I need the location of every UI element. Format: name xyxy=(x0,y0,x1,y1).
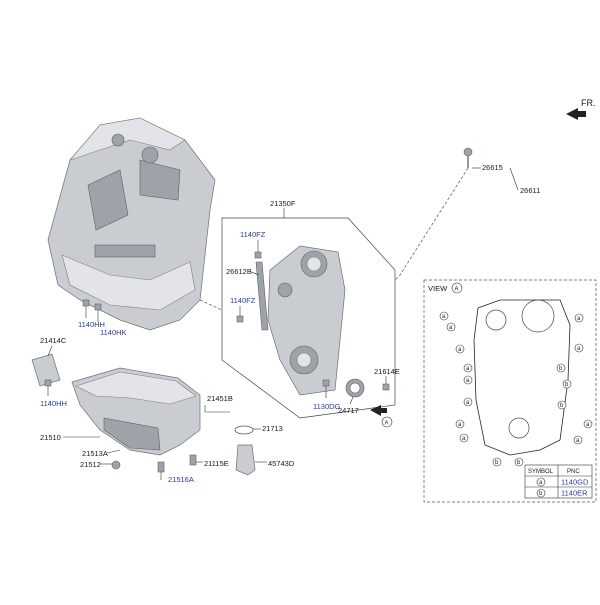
label-21516A: 21516A xyxy=(168,475,194,484)
svg-text:a: a xyxy=(458,347,462,353)
label-21512: 21512 xyxy=(80,460,101,469)
label-21510: 21510 xyxy=(40,433,61,442)
pnc-row-1: 1140ER xyxy=(561,489,588,498)
label-1130DG: 1130DG xyxy=(313,402,341,411)
front-label: FR. xyxy=(581,98,596,108)
engine-block-illustration xyxy=(47,117,216,331)
view-markers-a: a a a a a a a a a a a a xyxy=(439,311,593,445)
svg-text:a: a xyxy=(462,436,466,442)
label-21451B: 21451B xyxy=(207,394,233,403)
view-ref-letter: A xyxy=(455,287,459,293)
oil-pan-group: 21510 21513A 21512 21516A 21115E 21451B xyxy=(40,367,233,484)
label-26615: 26615 xyxy=(482,163,503,172)
label-21350F: 21350F xyxy=(270,199,296,208)
front-arrow-icon xyxy=(566,108,586,120)
svg-text:a: a xyxy=(577,316,581,322)
front-direction-indicator: FR. xyxy=(566,98,596,120)
svg-text:b: b xyxy=(517,460,521,466)
label-1140HK: 1140HK xyxy=(100,328,127,337)
svg-text:a: a xyxy=(576,438,580,444)
oil-dipstick: 26615 26611 xyxy=(394,147,540,281)
svg-text:a: a xyxy=(577,346,581,352)
view-callout-letter: A xyxy=(385,421,389,427)
svg-text:a: a xyxy=(442,314,446,320)
symbol-table: SYMBOL PNC a 1140GD b 1140ER xyxy=(524,464,593,499)
svg-text:a: a xyxy=(449,325,453,331)
view-arrow-icon xyxy=(370,405,387,416)
svg-text:b: b xyxy=(495,460,499,466)
svg-text:a: a xyxy=(466,378,470,384)
svg-text:a: a xyxy=(458,422,462,428)
view-cover-outline xyxy=(473,299,571,456)
symbol-row-1: b xyxy=(539,491,543,497)
oil-strainer: 21713 45743D xyxy=(234,424,295,476)
label-1140FZ-a: 1140FZ xyxy=(240,230,266,239)
engine-bolts: 1140HH 1140HK xyxy=(78,299,127,337)
label-24717: 24717 xyxy=(338,406,359,415)
svg-text:b: b xyxy=(565,382,569,388)
label-21414C: 21414C xyxy=(40,336,67,345)
label-45743D: 45743D xyxy=(268,459,295,468)
pnc-row-0: 1140GD xyxy=(561,478,589,487)
svg-text:a: a xyxy=(586,422,590,428)
svg-text:a: a xyxy=(466,366,470,372)
label-1140FZ-b: 1140FZ xyxy=(230,296,256,305)
view-title: VIEW xyxy=(428,284,448,293)
svg-text:b: b xyxy=(559,366,563,372)
label-26611: 26611 xyxy=(520,186,540,195)
label-26612B: 26612B xyxy=(226,267,252,276)
label-21115E: 21115E xyxy=(204,459,229,468)
label-21513A: 21513A xyxy=(82,449,108,458)
timing-cover-group: 21350F 1140FZ 26612B 1140FZ 24717 1130DG… xyxy=(221,199,400,428)
view-a-panel: VIEW A a a a a a a a a a a a a b b b b xyxy=(423,279,597,503)
pnc-header: PNC xyxy=(567,469,580,475)
symbol-header: SYMBOL xyxy=(528,469,554,475)
svg-text:a: a xyxy=(466,400,470,406)
oil-level-sensor: 21414C 1140HH xyxy=(31,336,67,408)
view-markers-b: b b b b b xyxy=(492,363,572,467)
label-21614E: 21614E xyxy=(374,367,400,376)
label-1140HH-b: 1140HH xyxy=(40,399,67,408)
label-21713: 21713 xyxy=(262,424,283,433)
svg-text:b: b xyxy=(560,403,564,409)
label-1140HH-a: 1140HH xyxy=(78,320,105,329)
symbol-row-0: a xyxy=(539,480,543,486)
